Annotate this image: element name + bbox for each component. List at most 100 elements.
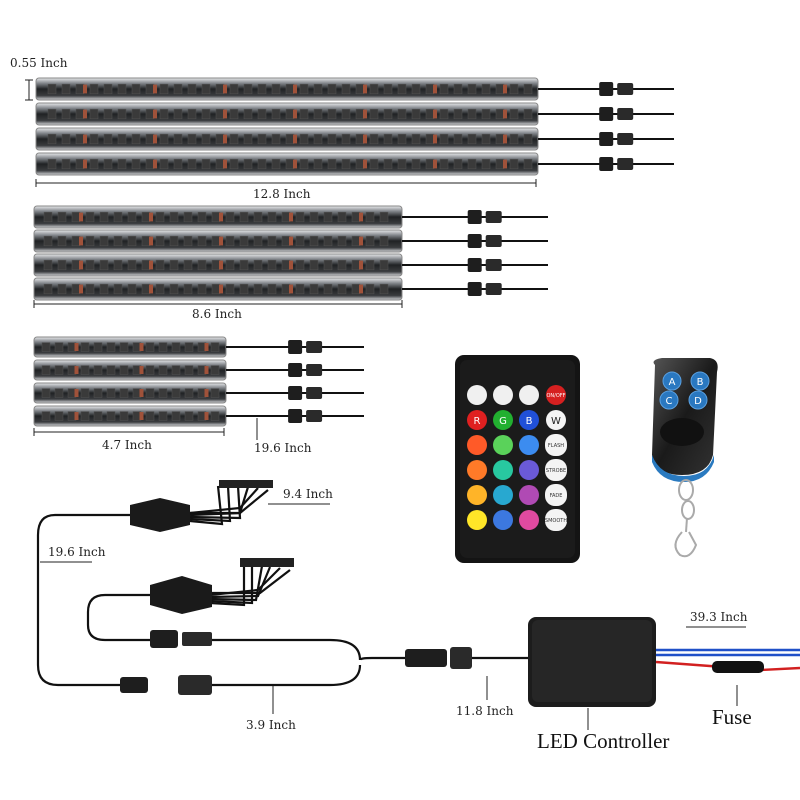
led-chip xyxy=(99,211,109,223)
led-chip xyxy=(439,83,449,95)
color-button xyxy=(519,460,539,480)
plug xyxy=(288,340,303,354)
socket xyxy=(617,158,634,170)
plug xyxy=(288,363,303,377)
led-chip xyxy=(509,158,519,170)
led-chip xyxy=(397,158,407,170)
led-chip xyxy=(145,108,155,120)
mode-button xyxy=(519,385,539,405)
led-chip xyxy=(99,259,109,271)
socket xyxy=(485,259,502,271)
led-chip xyxy=(141,235,151,247)
resistor xyxy=(79,236,83,246)
led-chip xyxy=(271,158,281,170)
led-chip xyxy=(127,259,137,271)
function-button xyxy=(545,484,567,506)
led-chip xyxy=(57,283,67,295)
led-chip xyxy=(75,108,85,120)
socket xyxy=(306,364,323,376)
led-chip xyxy=(171,365,181,375)
led-chip xyxy=(397,133,407,145)
led-chip xyxy=(299,108,309,120)
led-chip xyxy=(323,211,333,223)
led-chip xyxy=(80,342,90,352)
main-lead-label: 19.6 Inch xyxy=(48,545,106,559)
led-chip xyxy=(61,133,71,145)
resistor xyxy=(204,343,209,351)
led-chip xyxy=(239,259,249,271)
resistor xyxy=(289,236,293,246)
strip-lead-label: 19.6 Inch xyxy=(254,441,312,455)
led-chip xyxy=(145,158,155,170)
led-chip xyxy=(211,211,221,223)
resistor xyxy=(139,366,144,374)
resistor xyxy=(149,212,153,222)
led-chip xyxy=(313,158,323,170)
plug xyxy=(288,386,303,400)
resistor xyxy=(363,134,367,144)
led-chip xyxy=(439,108,449,120)
led-chip xyxy=(210,365,220,375)
led-chip xyxy=(481,133,491,145)
led-chip xyxy=(183,283,193,295)
led-chip xyxy=(271,108,281,120)
led-chip xyxy=(145,411,155,421)
led-chip xyxy=(425,83,435,95)
led-chip xyxy=(509,133,519,145)
led-chip xyxy=(369,158,379,170)
led-chip xyxy=(453,108,463,120)
mode-button xyxy=(493,385,513,405)
led-chip xyxy=(453,83,463,95)
led-chip xyxy=(243,133,253,145)
led-chip xyxy=(211,283,221,295)
led-chip xyxy=(509,83,519,95)
led-chip xyxy=(184,365,194,375)
led-chip xyxy=(141,259,151,271)
resistor xyxy=(139,389,144,397)
led-chip xyxy=(57,235,67,247)
splitter-hub xyxy=(150,558,294,614)
resistor xyxy=(83,84,87,94)
led-chip xyxy=(215,83,225,95)
resistor xyxy=(433,84,437,94)
led-chip xyxy=(197,259,207,271)
led-chip xyxy=(197,283,207,295)
led-chip xyxy=(41,342,51,352)
led-chip xyxy=(171,388,181,398)
led-chip xyxy=(327,133,337,145)
function-label: SMOOTH xyxy=(545,518,567,524)
color-button xyxy=(467,485,487,505)
resistor xyxy=(293,159,297,169)
led-chip xyxy=(43,259,53,271)
led-chip xyxy=(85,211,95,223)
led-chip xyxy=(131,83,141,95)
color-letter: G xyxy=(499,416,507,427)
plug xyxy=(467,282,482,296)
led-chip xyxy=(41,365,51,375)
led-chip xyxy=(379,283,389,295)
led-chip xyxy=(425,158,435,170)
led-chip xyxy=(127,235,137,247)
function-label: FLASH xyxy=(548,443,564,449)
led-chip xyxy=(257,133,267,145)
led-chip xyxy=(229,133,239,145)
led-chip xyxy=(229,108,239,120)
resistor xyxy=(433,109,437,119)
led-chip xyxy=(183,235,193,247)
resistor xyxy=(293,84,297,94)
fob-button-letter: A xyxy=(669,377,676,388)
led-chip xyxy=(523,83,533,95)
led-chip xyxy=(397,108,407,120)
led-chip xyxy=(61,108,71,120)
led-chip xyxy=(295,283,305,295)
led-chip xyxy=(187,108,197,120)
led-chip xyxy=(89,158,99,170)
led-chip xyxy=(285,83,295,95)
power-button xyxy=(546,385,566,405)
led-chip xyxy=(155,283,165,295)
led-chip xyxy=(369,108,379,120)
resistor xyxy=(79,284,83,294)
led-chip xyxy=(313,108,323,120)
